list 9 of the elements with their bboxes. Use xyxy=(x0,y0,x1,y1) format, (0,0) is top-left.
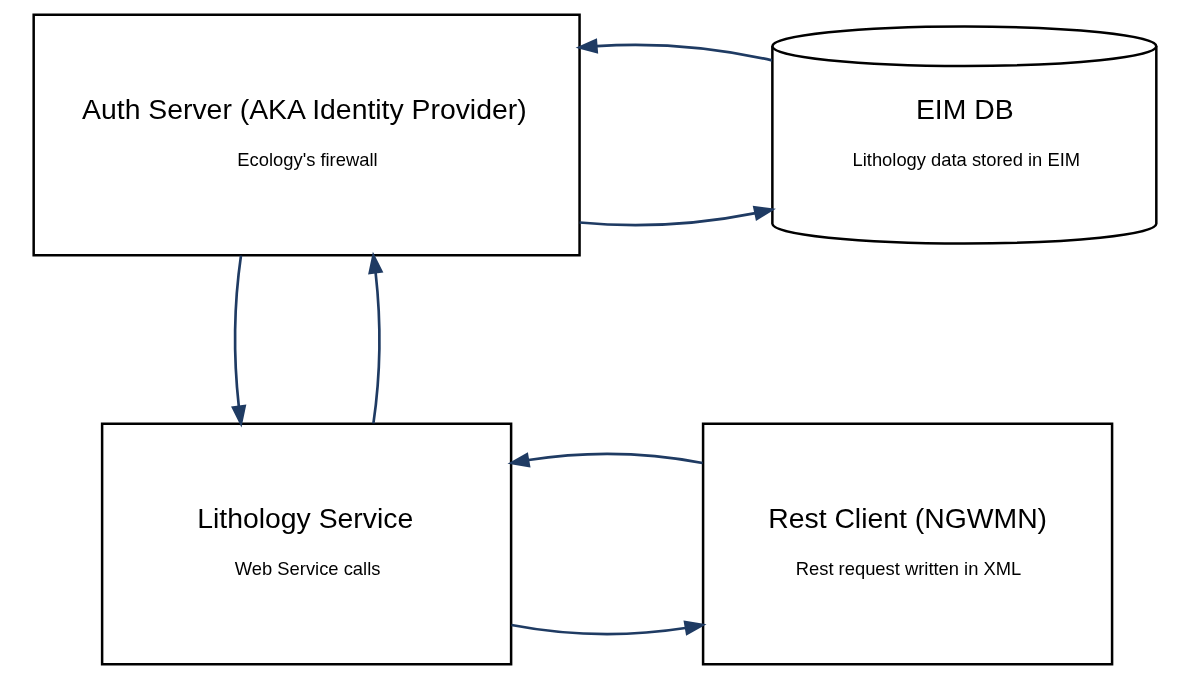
node-box: Rest Client (NGWMN) Rest request written in XML xyxy=(701,422,1114,666)
arrow xyxy=(511,620,707,636)
node-box: Lithology Service Web Service calls xyxy=(100,422,513,666)
arrow xyxy=(507,452,703,468)
arrow xyxy=(575,38,773,62)
arrow xyxy=(579,205,776,227)
arrow xyxy=(231,255,247,428)
arrow xyxy=(368,251,384,424)
node-box: Auth Server (AKA Identity Provider) Ecology's firewall xyxy=(32,13,581,257)
